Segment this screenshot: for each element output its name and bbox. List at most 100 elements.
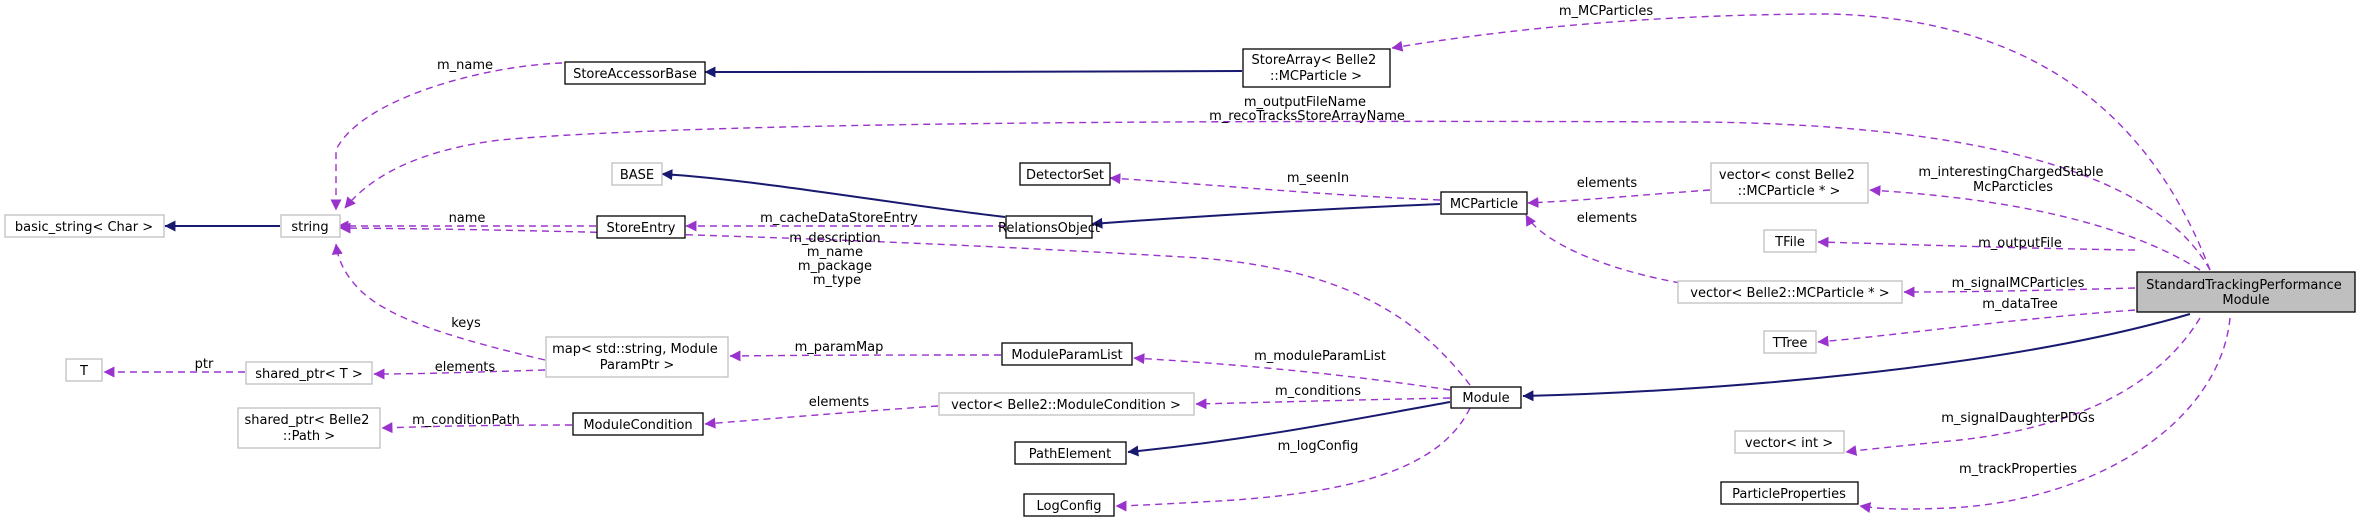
svg-text:TFile: TFile	[1774, 235, 1805, 250]
label-m-mcparticles: m_MCParticles	[1559, 4, 1653, 19]
node-particle-properties[interactable]: ParticleProperties	[1720, 481, 1859, 505]
edge-module-to-standard	[1522, 313, 2191, 402]
edge-m-module-param-list	[1133, 353, 1451, 391]
edge-m-interesting	[1869, 185, 2201, 271]
edge-m-output-file	[1817, 236, 2136, 251]
svg-text:ModuleParamList: ModuleParamList	[1011, 348, 1122, 363]
svg-text:StandardTrackingPerformance: StandardTrackingPerformance Module	[2146, 278, 2346, 308]
node-tfile[interactable]: TFile	[1763, 229, 1817, 253]
node-store-array[interactable]: StoreArray< Belle2 ::MCParticle >	[1242, 48, 1391, 88]
node-relations-object[interactable]: RelationsObject	[998, 215, 1100, 239]
node-mc-particle[interactable]: MCParticle	[1440, 191, 1528, 215]
edge-m-data-tree	[1817, 309, 2136, 347]
svg-text:RelationsObject: RelationsObject	[998, 221, 1100, 236]
label-m-name: m_name	[437, 58, 493, 73]
edge-m-log-config	[1115, 407, 1471, 512]
edge-m-mcparticles	[1391, 13, 2211, 271]
svg-text:DetectorSet: DetectorSet	[1026, 168, 1104, 183]
svg-text:vector< int >: vector< int >	[1745, 436, 1833, 451]
label-m-output-file-name: m_outputFileName m_recoTracksStoreArrayN…	[1209, 95, 1405, 124]
svg-text:map< std::string, Module: map< std::string, Module ParamPtr >	[552, 342, 722, 373]
node-vector-module-condition[interactable]: vector< Belle2::ModuleCondition >	[938, 392, 1195, 416]
edge-m-output-file-name	[344, 120, 2211, 271]
edge-m-track-properties	[1859, 317, 2231, 513]
label-elements-mcparticle-2: elements	[1577, 211, 1638, 226]
svg-text:StoreAccessorBase: StoreAccessorBase	[573, 67, 697, 82]
edge-m-seen-in	[1109, 173, 1441, 201]
node-module-condition[interactable]: ModuleCondition	[572, 412, 704, 436]
node-vector-int[interactable]: vector< int >	[1734, 430, 1845, 454]
edge-m-signal-daughter	[1845, 317, 2201, 456]
node-module[interactable]: Module	[1450, 386, 1522, 409]
node-shared-ptr-path[interactable]: shared_ptr< Belle2 ::Path >	[237, 407, 381, 449]
node-string[interactable]: string	[280, 214, 341, 238]
edge-m-condition-path	[381, 422, 573, 434]
edge-elements-mcparticle-2	[1525, 214, 1693, 286]
edge-mcparticle-to-relations	[1091, 203, 1441, 229]
inheritance-edges	[164, 66, 2191, 457]
node-detector-set[interactable]: DetectorSet	[1019, 162, 1111, 186]
label-m-log-config: m_logConfig	[1278, 439, 1359, 454]
label-elements-condition: elements	[809, 395, 870, 410]
node-store-entry[interactable]: StoreEntry	[596, 215, 686, 239]
node-t[interactable]: T	[65, 358, 103, 382]
node-log-config[interactable]: LogConfig	[1023, 493, 1115, 517]
edge-keys	[331, 243, 546, 361]
edge-module-to-pathelement	[1127, 401, 1451, 457]
label-ptr: ptr	[195, 357, 214, 372]
label-elements-shared: elements	[435, 360, 496, 375]
label-m-interesting: m_interestingChargedStable McParcticles	[1918, 165, 2107, 195]
svg-text:StoreEntry: StoreEntry	[607, 221, 676, 236]
node-base[interactable]: BASE	[611, 162, 663, 186]
node-map-param[interactable]: map< std::string, Module ParamPtr >	[545, 336, 729, 378]
label-name: name	[449, 211, 486, 226]
edge-m-name-accessor	[330, 62, 563, 211]
svg-text:vector< const Belle2 :: vector< const Belle2 ::MCParticle * >	[1719, 168, 1859, 199]
svg-text:StoreArray< Belle2 ::M: StoreArray< Belle2 ::MCParticle >	[1252, 53, 1381, 84]
node-basic-string[interactable]: basic_string< Char >	[4, 214, 165, 238]
svg-text:vector< Belle2::ModuleConditio: vector< Belle2::ModuleCondition >	[951, 398, 1181, 413]
edge-relations-to-base	[661, 169, 1006, 218]
label-m-cache-data: m_cacheDataStoreEntry	[760, 211, 918, 226]
label-m-signal-daughter: m_signalDaughterPDGs	[1941, 411, 2095, 426]
label-m-output-file: m_outputFile	[1978, 236, 2062, 251]
svg-text:BASE: BASE	[620, 168, 654, 183]
edge-storearray-to-accessorbase	[704, 66, 1243, 78]
svg-text:basic_string< Char >: basic_string< Char >	[15, 220, 153, 235]
label-m-param-map: m_paramMap	[795, 340, 884, 355]
edge-labels: m_MCParticles m_name m_outputFileName m_…	[195, 4, 2107, 477]
svg-text:ParticleProperties: ParticleProperties	[1732, 487, 1846, 502]
svg-text:shared_ptr< T >: shared_ptr< T >	[255, 367, 362, 382]
label-m-signal-mcparticles: m_signalMCParticles	[1952, 276, 2085, 291]
label-m-description: m_description m_name m_package m_type	[789, 231, 885, 288]
label-m-condition-path: m_conditionPath	[412, 413, 520, 428]
svg-text:LogConfig: LogConfig	[1037, 499, 1102, 514]
node-path-element[interactable]: PathElement	[1014, 441, 1127, 465]
svg-text:ModuleCondition: ModuleCondition	[583, 418, 692, 433]
label-m-track-properties: m_trackProperties	[1959, 462, 2077, 477]
svg-text:vector< Belle2::MCParticle * >: vector< Belle2::MCParticle * >	[1690, 286, 1889, 301]
svg-text:MCParticle: MCParticle	[1450, 197, 1518, 212]
edge-m-conditions	[1195, 397, 1451, 410]
node-standard-tracking-performance-module[interactable]: StandardTrackingPerformance Module	[2136, 271, 2356, 313]
label-m-data-tree: m_dataTree	[1982, 297, 2058, 312]
svg-text:T: T	[79, 364, 88, 379]
node-vector-const-mcparticle[interactable]: vector< const Belle2 ::MCParticle * >	[1710, 162, 1869, 204]
edge-m-signal-mcparticles	[1903, 286, 2136, 298]
svg-text:PathElement: PathElement	[1029, 447, 1111, 462]
label-m-module-param-list: m_moduleParamList	[1254, 349, 1386, 364]
node-vector-mcparticle[interactable]: vector< Belle2::MCParticle * >	[1677, 280, 1903, 304]
label-m-conditions: m_conditions	[1275, 384, 1361, 399]
edge-elements-mcparticle-1	[1527, 189, 1711, 208]
node-ttree[interactable]: TTree	[1763, 330, 1817, 354]
node-shared-ptr-t[interactable]: shared_ptr< T >	[245, 361, 373, 385]
label-m-seen-in: m_seenIn	[1287, 171, 1349, 186]
node-module-param-list[interactable]: ModuleParamList	[1001, 342, 1133, 366]
edge-m-description	[339, 222, 1471, 386]
edge-elements-condition	[704, 405, 939, 429]
usage-edges	[103, 13, 2231, 513]
label-elements-mcparticle-1: elements	[1577, 176, 1638, 191]
node-store-accessor-base[interactable]: StoreAccessorBase	[564, 61, 706, 85]
svg-text:string: string	[291, 220, 328, 235]
